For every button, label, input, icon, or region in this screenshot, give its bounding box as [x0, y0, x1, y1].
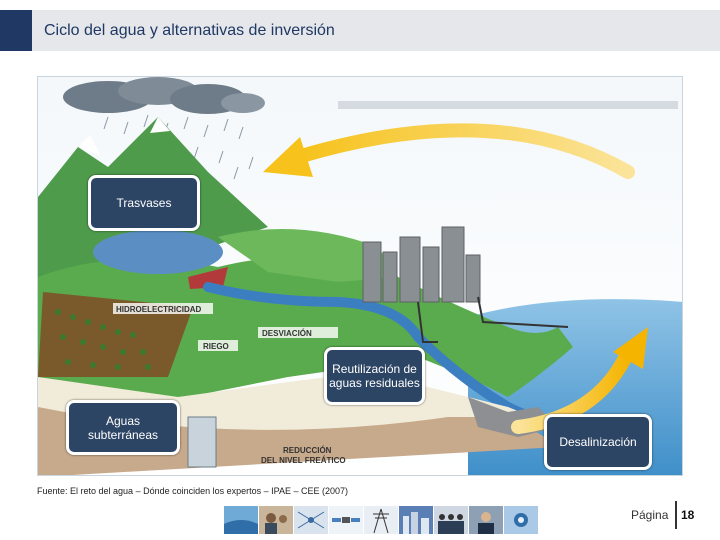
- callout-desalinizacion: Desalinización: [544, 414, 652, 470]
- page-divider: [675, 501, 677, 529]
- callout-reutilizacion: Reutilización de aguas residuales: [324, 347, 425, 405]
- label-desviacion: DESVIACIÓN: [258, 327, 338, 338]
- thumb-city: [399, 506, 433, 534]
- photo-strip: [224, 506, 538, 534]
- label-hidroelectricidad: HIDROELECTRICIDAD: [113, 303, 213, 314]
- thumb-network: [294, 506, 328, 534]
- title-bar: Ciclo del agua y alternativas de inversi…: [0, 10, 720, 51]
- page-title: Ciclo del agua y alternativas de inversi…: [44, 22, 335, 40]
- label-riego-text: RIEGO: [203, 342, 229, 351]
- label-riego: RIEGO: [198, 340, 238, 351]
- label-reduccion-line1: REDUCCIÓN: [283, 446, 332, 455]
- thumb-satellite: [329, 506, 363, 534]
- thumb-water-drop: [224, 506, 258, 534]
- thumb-power-tower: [364, 506, 398, 534]
- thumb-people-meeting: [259, 506, 293, 534]
- thumb-team: [434, 506, 468, 534]
- callout-aguas-subterraneas: Aguas subterráneas: [66, 400, 180, 455]
- label-reduccion-line2: DEL NIVEL FREÁTICO: [261, 456, 346, 465]
- label-hidroelectricidad-text: HIDROELECTRICIDAD: [116, 305, 202, 314]
- title-accent-block: [0, 10, 32, 51]
- page-number: 18: [681, 508, 694, 522]
- callout-trasvases: Trasvases: [88, 175, 200, 231]
- well: [188, 417, 216, 467]
- label-desviacion-text: DESVIACIÓN: [262, 329, 312, 338]
- haze-band: [338, 101, 678, 109]
- source-note: Fuente: El reto del agua – Dónde coincid…: [37, 486, 348, 496]
- thumb-water-splash: [504, 506, 538, 534]
- thumb-person: [469, 506, 503, 534]
- reservoir: [93, 230, 223, 274]
- page-label: Página: [631, 508, 668, 522]
